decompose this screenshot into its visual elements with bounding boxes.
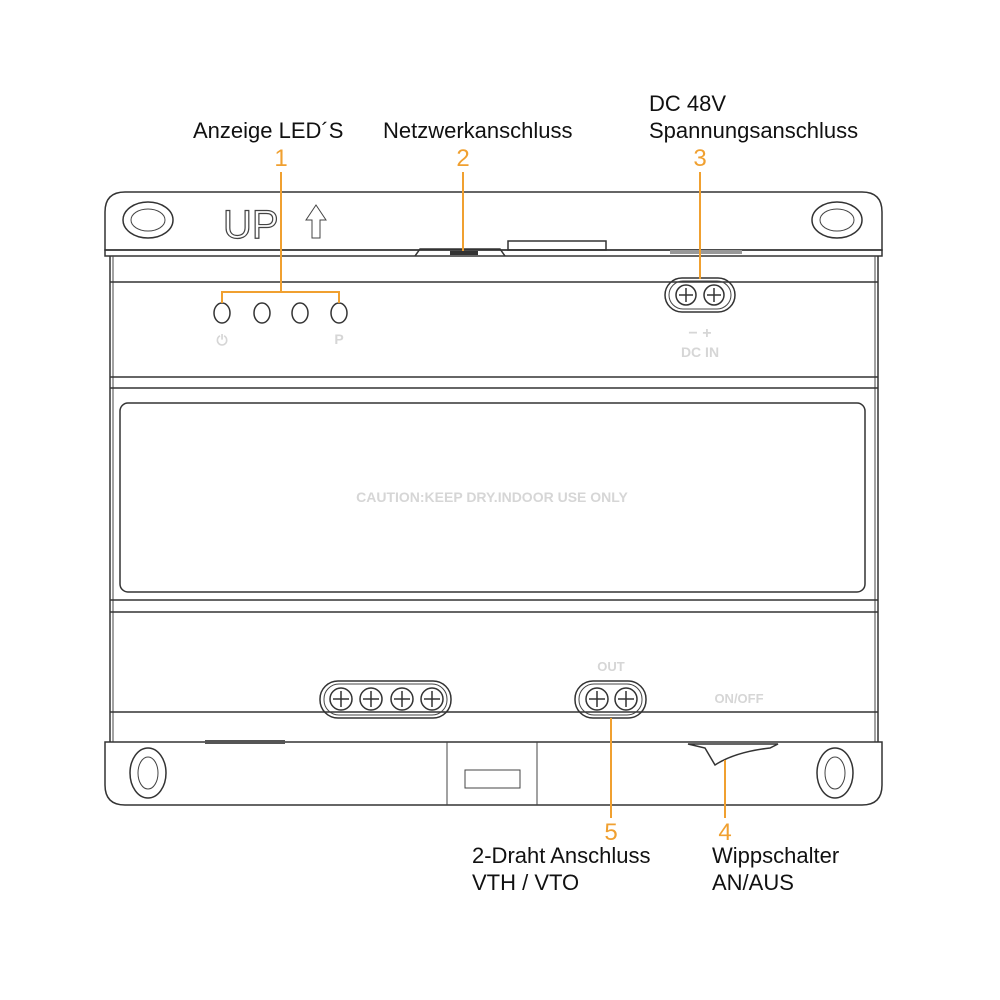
label-2wire-line2: VTH / VTO (472, 870, 579, 895)
rocker-switch (687, 743, 779, 767)
callout-number-5: 5 (604, 819, 617, 846)
label-network: Netzwerkanschluss (383, 118, 573, 143)
screw-cross (333, 691, 349, 707)
screw-cross (618, 691, 634, 707)
led-p-label: P (334, 331, 343, 347)
screw-cross (394, 691, 410, 707)
din-clip (464, 769, 521, 789)
mount-holes (122, 201, 863, 799)
caution-text: CAUTION:KEEP DRY.INDOOR USE ONLY (356, 489, 628, 505)
label-switch-line2: AN/AUS (712, 870, 794, 895)
svg-text:UP: UP (223, 203, 279, 247)
device-body (104, 191, 883, 806)
svg-text:OUT: OUT (597, 659, 625, 674)
up-arrow-icon (305, 204, 327, 239)
terminal-4-pole (319, 680, 452, 719)
callout-number-2: 2 (456, 145, 469, 172)
screw-cross (424, 691, 440, 707)
screw-icon (329, 687, 353, 711)
label-leds: Anzeige LED´S (193, 118, 343, 143)
callout-leaders (221, 172, 726, 818)
screw-icon (420, 687, 444, 711)
screw-icon (585, 687, 609, 711)
led-indicators: ⏻ P (213, 302, 348, 348)
screw-cross (363, 691, 379, 707)
dc-in-terminal: − + DC IN (664, 277, 736, 360)
on-off-label: ON/OFF (714, 691, 763, 706)
screw-icon (359, 687, 383, 711)
callout-number-3: 3 (693, 145, 706, 172)
screw-cross (589, 691, 605, 707)
callout-number-1: 1 (274, 145, 287, 172)
up-marking: UP (222, 202, 327, 248)
label-2wire-line1: 2-Draht Anschluss (472, 843, 651, 868)
label-switch-line1: Wippschalter (712, 843, 839, 868)
svg-text:− +: − + (688, 325, 711, 342)
network-port (507, 240, 607, 251)
label-dc-line2: Spannungsanschluss (649, 118, 858, 143)
front-window (119, 402, 866, 593)
callout-number-4: 4 (718, 819, 731, 846)
screw-icon (614, 687, 638, 711)
power-icon: ⏻ (216, 332, 227, 348)
terminal-2wire-out: OUT (574, 659, 647, 719)
svg-text:DC IN: DC IN (681, 344, 719, 360)
screw-icon (390, 687, 414, 711)
label-dc-line1: DC 48V (649, 91, 726, 116)
